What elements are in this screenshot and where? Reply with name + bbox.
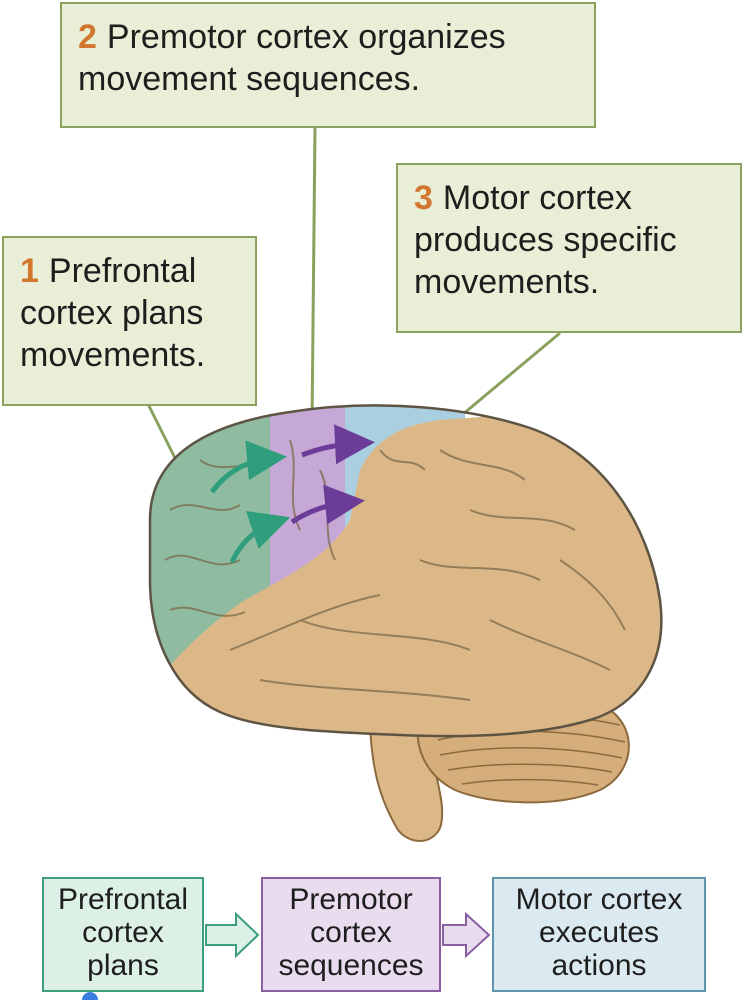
flow-3-line-3: actions xyxy=(551,949,647,982)
flow-1-line-1: Prefrontal xyxy=(57,883,189,916)
purple-arrow-upper xyxy=(301,424,375,465)
flow-arrow-2 xyxy=(442,911,491,959)
green-arrow-upper xyxy=(209,440,287,494)
flow-2-line-2: cortex xyxy=(310,916,392,949)
flow-2-line-1: Premotor xyxy=(289,883,413,916)
flow-3-line-2: executes xyxy=(538,916,660,949)
step-number-1: 1 xyxy=(20,252,39,290)
cursor-dot xyxy=(82,992,98,1000)
flow-2-line-3: sequences xyxy=(278,949,424,982)
flow-1-line-2: cortex xyxy=(82,916,164,949)
callout-1-line-1: Prefrontal xyxy=(48,252,197,290)
callout-3-line-2: produces specific xyxy=(414,221,677,259)
purple-arrow-lower xyxy=(290,484,365,525)
flow-box-prefrontal: Prefrontal cortex plans xyxy=(42,877,204,992)
step-number-3: 3 xyxy=(414,179,433,217)
leader-line-2 xyxy=(310,127,317,426)
green-arrow-lower xyxy=(229,510,291,564)
callout-2-line-1: Premotor cortex organizes xyxy=(106,18,506,56)
flow-box-premotor: Premotor cortex sequences xyxy=(261,877,441,992)
flow-arrow-1 xyxy=(205,911,260,959)
callout-1-line-3: movements. xyxy=(20,336,206,374)
callout-1-line-2: cortex plans xyxy=(20,294,204,332)
callout-2-line-2: movement sequences. xyxy=(78,60,421,98)
flow-1-line-3: plans xyxy=(87,949,159,982)
tan-region xyxy=(150,405,662,737)
flow-box-motor: Motor cortex executes actions xyxy=(492,877,706,992)
flow-3-line-1: Motor cortex xyxy=(515,883,683,916)
cerebrum-outline xyxy=(148,404,663,738)
step-number-2: 2 xyxy=(78,18,97,56)
callout-3-line-3: movements. xyxy=(414,263,600,301)
callout-3-line-1: Motor cortex xyxy=(442,179,632,217)
